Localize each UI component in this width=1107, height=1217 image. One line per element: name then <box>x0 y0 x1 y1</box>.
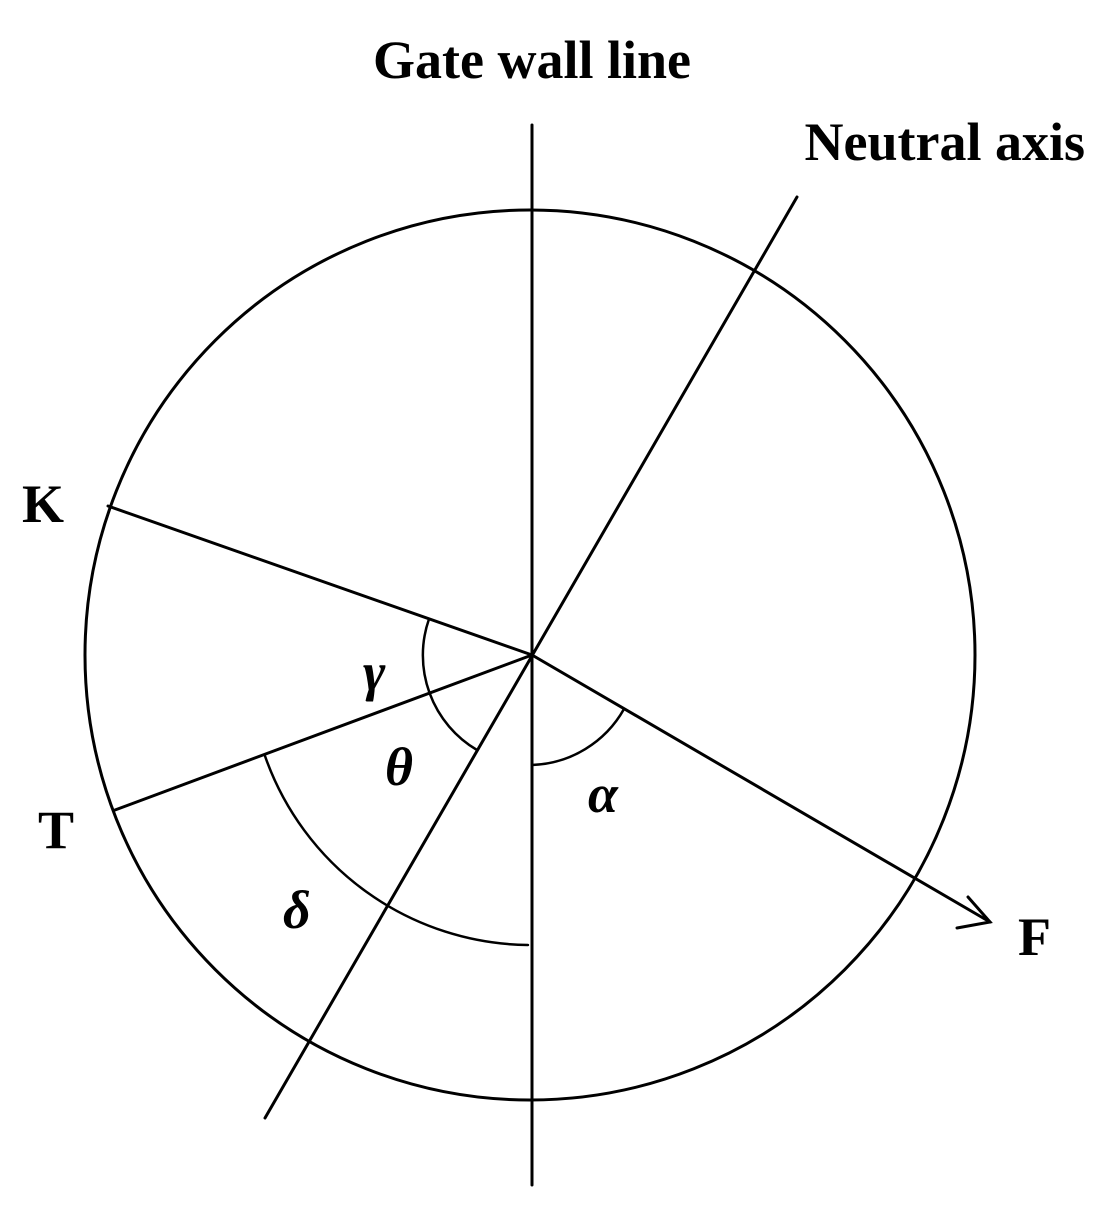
arc-delta <box>263 754 530 947</box>
point-f-label: F <box>1018 907 1051 967</box>
arrow-head-f <box>955 895 993 930</box>
gate-wall-line-label: Gate wall line <box>373 30 691 90</box>
line-f <box>530 653 992 924</box>
angle-delta-label: δ <box>283 880 311 940</box>
arc-alpha <box>530 707 626 767</box>
point-k-label: K <box>22 474 64 534</box>
angle-gamma-label: γ <box>363 642 386 702</box>
angle-theta-label: θ <box>385 737 413 797</box>
line-k <box>106 504 534 657</box>
line-t <box>113 653 534 812</box>
neutral-axis-label: Neutral axis <box>805 112 1085 172</box>
neutral-axis-line <box>263 195 799 1120</box>
arc-gamma-theta <box>421 617 479 752</box>
outer-circle <box>83 208 977 1102</box>
point-t-label: T <box>38 800 74 860</box>
angle-alpha-label: α <box>588 764 619 824</box>
